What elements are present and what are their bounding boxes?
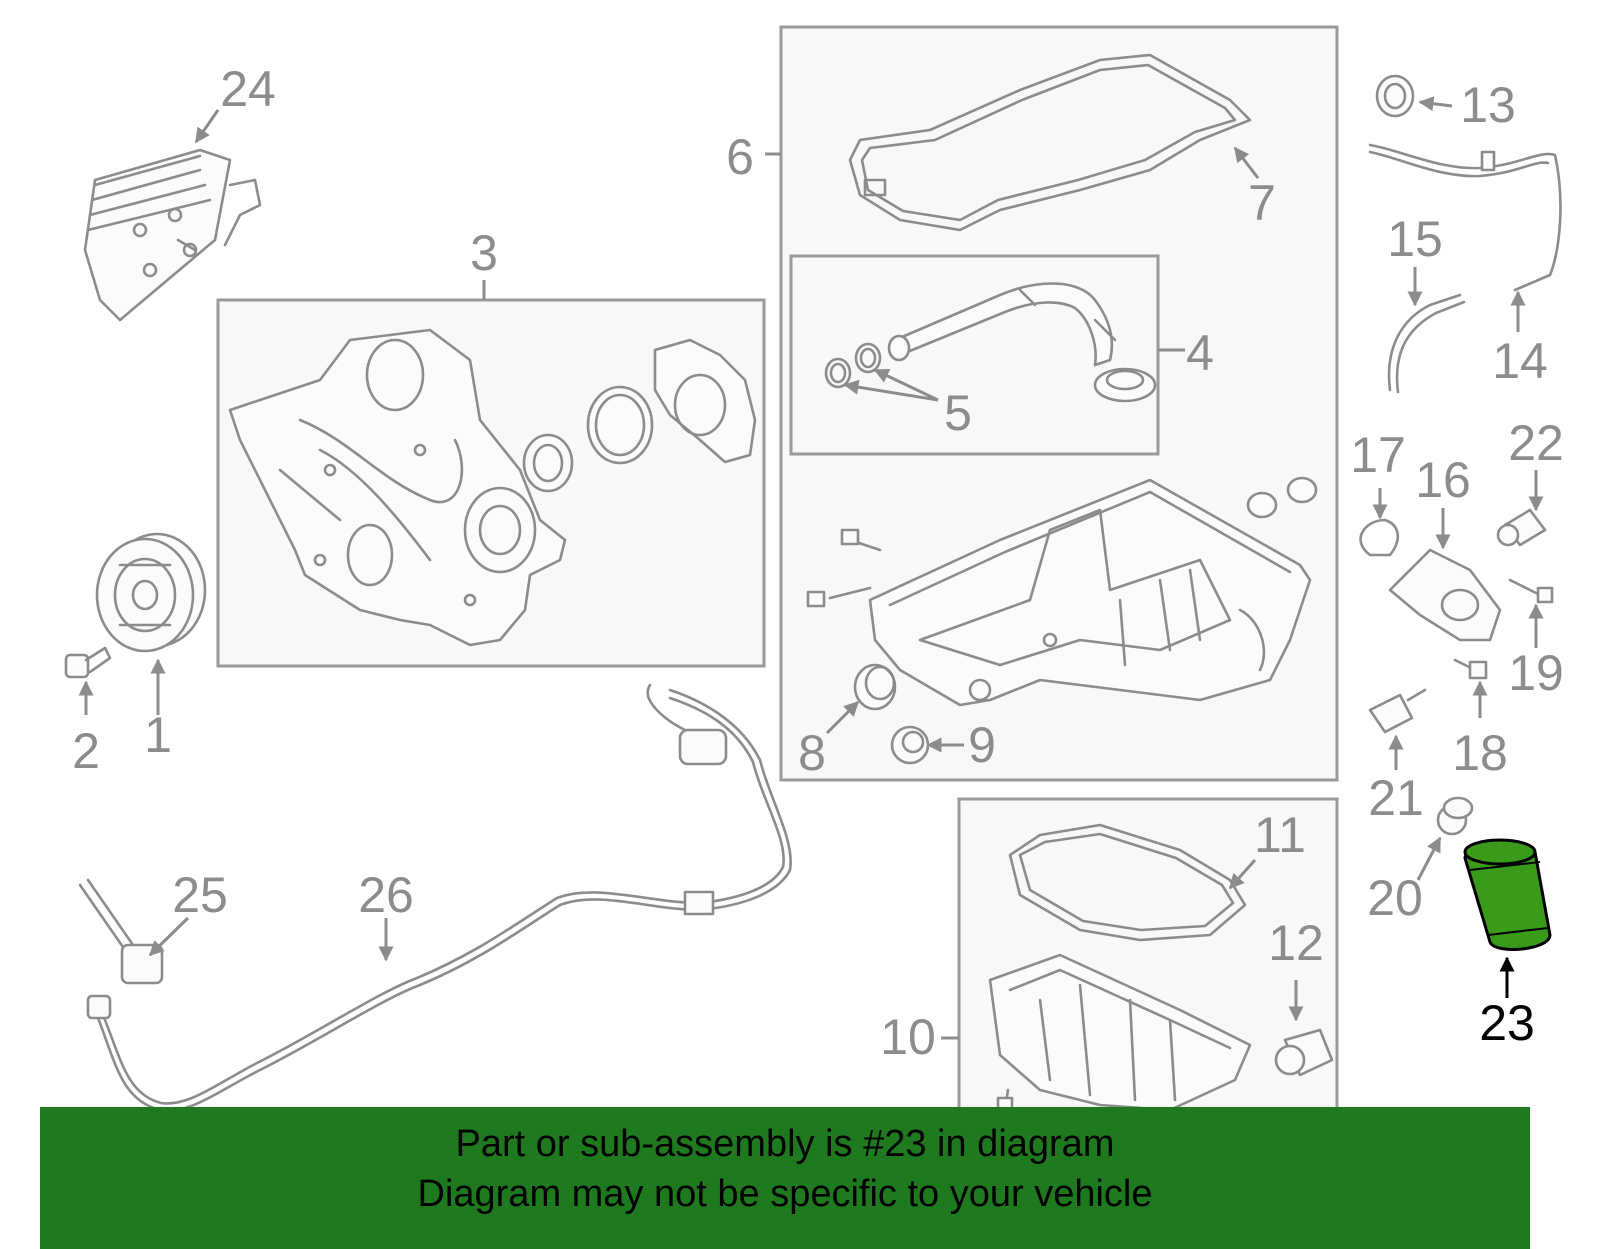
banner-line-2: Diagram may not be specific to your vehi… (417, 1173, 1153, 1215)
callout-leaders (78, 96, 1544, 1040)
pulley-bolt-part[interactable] (64, 646, 112, 679)
callout-24: 24 (220, 61, 276, 117)
callout-7: 7 (1248, 175, 1276, 231)
callout-1: 1 (144, 707, 172, 763)
info-banner: Part or sub-assembly is #23 in diagram D… (40, 1107, 1530, 1249)
block-heater-part[interactable] (78, 878, 164, 985)
callout-20: 20 (1367, 870, 1423, 926)
housing-bolt-part[interactable] (1508, 578, 1554, 604)
oil-level-sensor-part[interactable] (1274, 1028, 1334, 1077)
callout-3: 3 (470, 225, 498, 281)
callout-8: 8 (798, 725, 826, 781)
crankshaft-pulley-part[interactable] (95, 532, 207, 653)
oil-temp-sensor-part[interactable] (1368, 688, 1427, 734)
callout-10: 10 (880, 1009, 936, 1065)
callout-15: 15 (1387, 211, 1443, 267)
callout-labels: 1 2 3 4 5 6 7 8 9 10 11 12 13 14 15 16 1… (72, 61, 1564, 1065)
o-rings-part[interactable] (824, 342, 882, 389)
callout-13: 13 (1460, 77, 1516, 133)
filter-housing-seal-part[interactable] (1359, 518, 1399, 557)
callout-18: 18 (1452, 725, 1508, 781)
filter-housing-bolt-part[interactable] (1453, 658, 1488, 680)
upper-oil-pan-part[interactable] (806, 476, 1318, 707)
dipstick-guide-part[interactable] (1387, 293, 1466, 394)
dipstick-cap-part[interactable] (1375, 74, 1415, 118)
callout-25: 25 (172, 867, 228, 923)
callout-17: 17 (1350, 427, 1406, 483)
callout-11: 11 (1254, 807, 1306, 863)
oil-pressure-sensor-part[interactable] (1496, 508, 1547, 547)
oil-pan-gasket-part[interactable] (848, 53, 1252, 232)
callout-14: 14 (1492, 333, 1548, 389)
oil-pan-plug-part[interactable] (853, 663, 897, 711)
grommet-part[interactable] (890, 725, 930, 765)
callout-2: 2 (72, 723, 100, 779)
dipstick-tube-part[interactable] (1368, 143, 1562, 292)
callout-21: 21 (1368, 770, 1424, 826)
callout-16: 16 (1415, 452, 1471, 508)
callout-4: 4 (1186, 325, 1214, 381)
callout-26: 26 (358, 867, 414, 923)
callout-9: 9 (968, 717, 996, 773)
callout-22: 22 (1508, 415, 1564, 471)
oil-filter-part-highlighted[interactable] (1463, 838, 1552, 951)
wiring-harness-part[interactable] (86, 683, 792, 1112)
oil-filter-housing-part[interactable] (1388, 548, 1502, 642)
oil-cooler-part[interactable] (83, 148, 262, 322)
oil-pickup-tube-part[interactable] (887, 282, 1157, 403)
callout-23-highlighted: 23 (1479, 995, 1535, 1051)
callout-19: 19 (1508, 645, 1564, 701)
callout-5: 5 (944, 385, 972, 441)
callout-12: 12 (1268, 915, 1324, 971)
timing-cover-part[interactable] (228, 328, 757, 647)
callout-6: 6 (726, 129, 754, 185)
lower-oil-pan-gasket-part[interactable] (1008, 823, 1247, 942)
drain-plug-part[interactable] (1436, 796, 1474, 836)
banner-line-1: Part or sub-assembly is #23 in diagram (455, 1123, 1115, 1165)
